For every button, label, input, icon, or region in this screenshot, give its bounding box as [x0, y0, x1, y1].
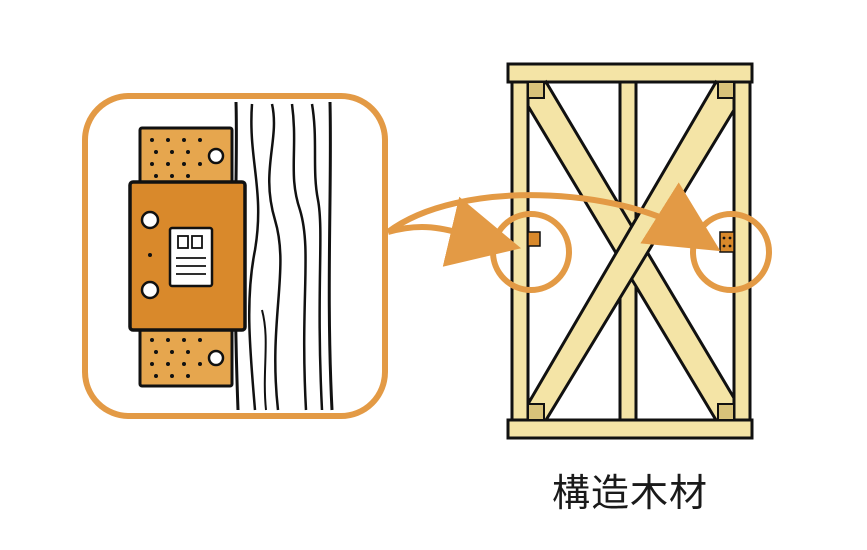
arrow-icon	[386, 182, 721, 267]
highlight-circle-right	[690, 211, 772, 293]
metal-bracket-icon	[128, 126, 247, 388]
timber-frame-icon	[506, 62, 754, 440]
caption: 構造木材	[551, 471, 708, 515]
highlight-circle-left	[490, 211, 572, 293]
wood-grain-icon	[233, 100, 338, 412]
